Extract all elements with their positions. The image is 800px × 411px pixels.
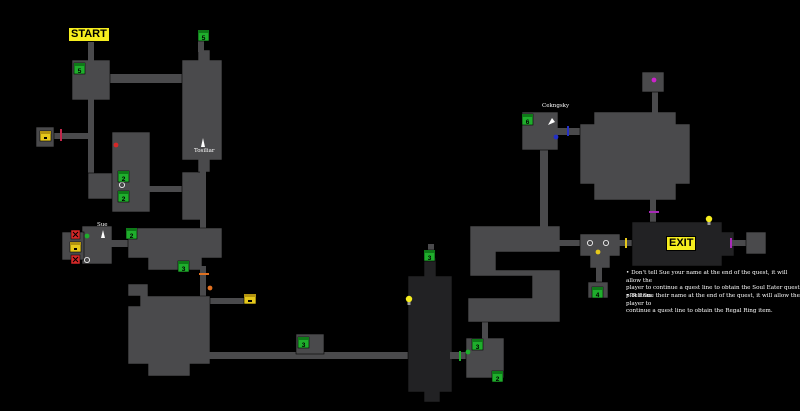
npc-arrow-icon [101, 230, 105, 238]
corridor [200, 170, 206, 232]
red-orb-icon[interactable] [113, 142, 119, 148]
note-line: continue a quest line to obtain the Rega… [626, 308, 773, 314]
door[interactable] [459, 351, 461, 361]
gold-chest-icon[interactable] [39, 130, 52, 142]
npc-arrow-icon [201, 138, 205, 147]
npc-name-tosiliar: Tosiliar [194, 148, 215, 154]
chest-number: 5 [202, 35, 206, 42]
start-label: START [68, 27, 110, 42]
door[interactable] [60, 129, 62, 141]
chest-number: 3 [476, 344, 480, 351]
chest-number: 2 [122, 176, 126, 183]
corridor [86, 74, 186, 83]
green-chest-icon[interactable]: 2 [117, 190, 130, 203]
lightbulb-icon [705, 215, 713, 225]
corridor [482, 318, 488, 340]
chest-number: 2 [130, 233, 134, 240]
note-line: • Don't tell Sue your name at the end of… [626, 270, 788, 284]
npc-name-sue: Sue [97, 222, 108, 228]
corridor [208, 352, 408, 359]
green-chest-icon[interactable]: 3 [471, 338, 484, 351]
room [127, 227, 223, 271]
note-line: • Tell Sue their name at the end of the … [626, 293, 800, 307]
npc-arrow-icon [548, 118, 555, 125]
corridor [210, 298, 244, 304]
room-sue [81, 225, 113, 265]
green-chest-icon[interactable]: 2 [117, 170, 130, 183]
corridor [596, 266, 602, 286]
green-chest-icon[interactable]: 3 [177, 260, 190, 273]
door[interactable] [199, 273, 209, 275]
dark-room [407, 257, 453, 403]
gold-chest-icon[interactable] [69, 241, 82, 253]
green-chest-icon[interactable]: 3 [297, 336, 310, 349]
corridor [558, 240, 582, 246]
chest-number: 3 [182, 266, 186, 273]
green-chest-icon[interactable]: 5 [197, 29, 210, 42]
green-orb-icon[interactable] [84, 233, 90, 239]
orange-orb-icon[interactable] [207, 285, 213, 291]
chest-number: 2 [496, 376, 500, 383]
corridor [732, 240, 748, 246]
corridor [88, 98, 94, 176]
room [745, 231, 767, 255]
green-chest-layer: 5 5 2 2 2 3 3 3 6 3 2 4 [73, 29, 604, 383]
npc-name-cekngsky: Cekngsky [542, 103, 570, 109]
door[interactable] [567, 126, 569, 136]
blue-orb-icon[interactable] [553, 134, 559, 140]
note-line: player to continue a quest line to obtai… [626, 285, 800, 299]
room-large [127, 283, 211, 377]
corridor [52, 133, 90, 139]
exit-label: EXIT [666, 236, 697, 251]
lightbulb-icon [405, 295, 413, 305]
corridor [200, 266, 206, 296]
door[interactable] [649, 211, 659, 213]
green-orb-icon[interactable] [465, 349, 471, 355]
green-chest-icon[interactable]: 2 [491, 370, 504, 383]
chest-number: 3 [428, 255, 432, 262]
room-top-right [579, 111, 691, 201]
green-chest-icon[interactable]: 3 [423, 249, 436, 262]
red-x-icon [70, 229, 81, 240]
red-x-icon [70, 254, 81, 265]
note-regal-ring: • Tell Sue their name at the end of the … [626, 293, 800, 316]
note-soul-eater: • Don't tell Sue your name at the end of… [626, 270, 800, 300]
door[interactable] [625, 238, 627, 248]
corridor [148, 186, 184, 192]
corridor [540, 148, 548, 228]
switch-icon[interactable] [119, 181, 126, 188]
chest-number: 2 [122, 196, 126, 203]
switch-icon[interactable] [587, 239, 594, 246]
corridor [110, 240, 130, 247]
corridor [652, 88, 658, 114]
green-chest-icon[interactable]: 6 [521, 113, 534, 126]
green-chest-icon[interactable]: 5 [73, 62, 86, 75]
green-chest-icon[interactable]: 2 [125, 227, 138, 240]
chest-number: 3 [302, 342, 306, 349]
magenta-orb-icon[interactable] [651, 77, 657, 83]
room-s-shaped [467, 225, 561, 323]
door[interactable] [730, 238, 732, 248]
yellow-orb-icon[interactable] [595, 249, 601, 255]
gold-chest-icon[interactable] [243, 293, 257, 305]
chest-number: 5 [78, 68, 82, 75]
chest-number: 4 [596, 292, 600, 299]
green-chest-icon[interactable]: 4 [591, 286, 604, 299]
corridor [88, 40, 94, 62]
switch-icon[interactable] [603, 239, 610, 246]
corridor [556, 128, 596, 135]
corridor [198, 40, 204, 52]
chest-number: 6 [526, 119, 530, 126]
switch-icon[interactable] [84, 256, 91, 263]
